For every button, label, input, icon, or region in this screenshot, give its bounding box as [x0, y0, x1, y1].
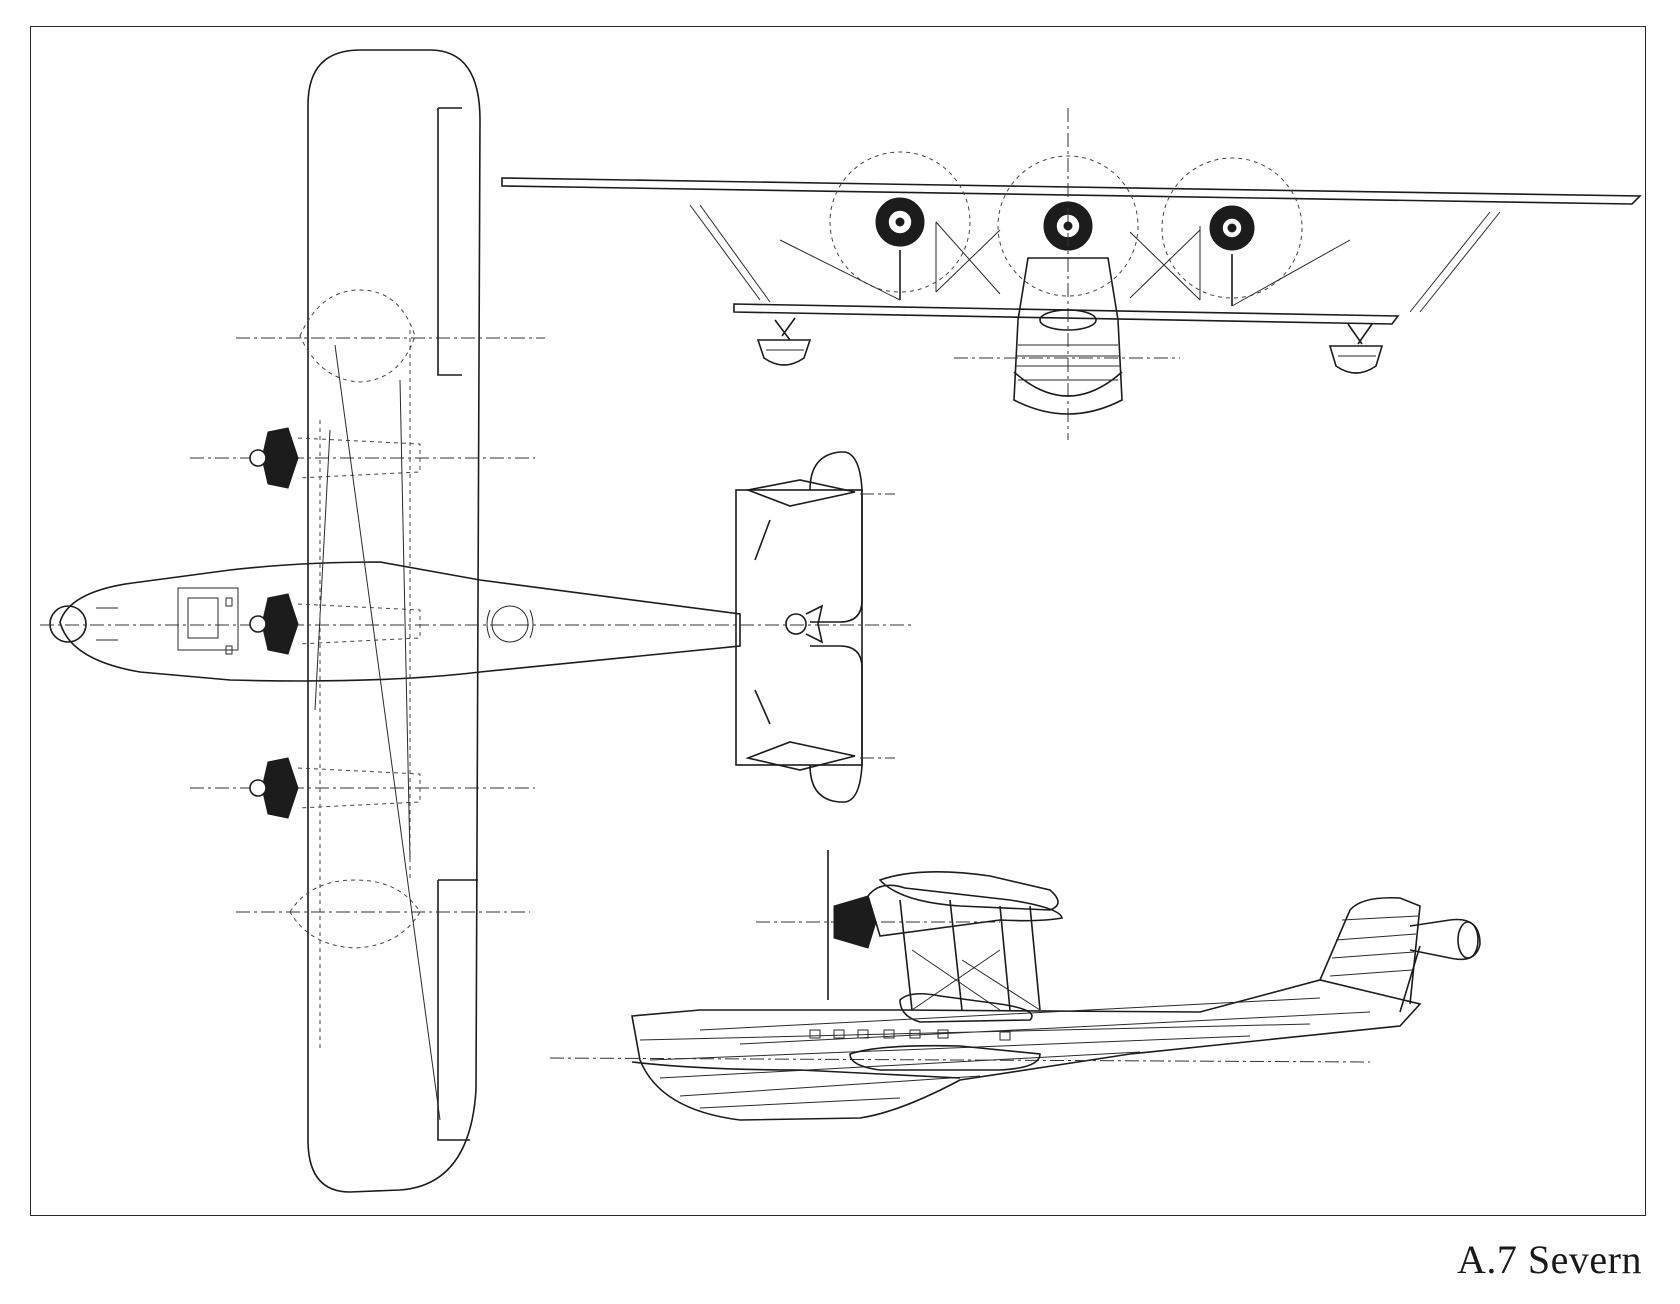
- front-prop-arc-centre: [997, 155, 1139, 297]
- plan-spar-lines: [319, 330, 411, 1050]
- front-engine-right: [1209, 205, 1255, 306]
- side-float: [849, 1044, 1041, 1071]
- side-fin-ribs: [1329, 915, 1419, 977]
- front-windscreen: [1039, 309, 1097, 331]
- side-hull: [631, 979, 1422, 1121]
- side-engine-nacelle: [833, 895, 877, 949]
- plan-tailplane: [735, 489, 863, 766]
- side-bracing: [911, 949, 1041, 1011]
- plan-tail-hub: [785, 613, 807, 635]
- plan-nose-rail: [96, 607, 118, 641]
- plan-float-lower: [236, 879, 530, 949]
- front-engine-left: [875, 197, 925, 300]
- drawing-frame: [30, 26, 1646, 1216]
- plan-wing: [307, 49, 481, 1193]
- plan-elevator-upper: [809, 451, 863, 623]
- side-upper-wing: [878, 871, 1059, 911]
- plan-rear-ring: [491, 605, 529, 643]
- side-tail-ring: [1457, 921, 1479, 959]
- side-portholes: [809, 1029, 1011, 1041]
- plan-aileron-lower: [437, 879, 478, 1141]
- side-tailplane: [1409, 918, 1481, 961]
- plan-hull: [59, 561, 741, 682]
- plan-cockpit: [177, 587, 239, 651]
- front-hull-bottom: [1013, 371, 1123, 397]
- plan-elevator-lower: [809, 645, 863, 803]
- plan-aileron-upper: [437, 107, 462, 376]
- plan-bracing: [314, 344, 441, 1121]
- side-chine: [631, 1061, 961, 1079]
- plan-engine-upper: [190, 427, 535, 489]
- plan-cockpit-inner: [187, 597, 219, 639]
- front-lower-wing: [733, 303, 1400, 325]
- front-struts: [689, 204, 1501, 313]
- front-hull: [1013, 257, 1123, 415]
- side-tail-strut: [1399, 945, 1421, 1013]
- front-prop-arc-right: [1161, 157, 1303, 299]
- front-prop-arc-left: [829, 151, 971, 293]
- side-struts: [899, 899, 1041, 1011]
- front-view: [501, 108, 1642, 440]
- plan-view: [40, 49, 915, 1193]
- plan-hatch-2: [225, 645, 233, 655]
- plan-tail-struts-upper: [745, 479, 856, 561]
- side-waterline: [549, 1057, 1371, 1063]
- plan-rear-ring-marks: [486, 609, 534, 639]
- side-hull-planking: [639, 997, 1371, 1109]
- plan-float-upper: [236, 289, 545, 383]
- drawing-caption: A.7 Severn: [1457, 1237, 1642, 1282]
- front-upper-wing: [501, 177, 1642, 205]
- side-view: [549, 850, 1481, 1121]
- side-tail-fin: [1319, 896, 1421, 1005]
- front-float-right: [1328, 323, 1384, 374]
- front-hull-lines: [1016, 344, 1120, 381]
- front-float-left: [756, 317, 812, 366]
- side-lower-wing: [899, 992, 1033, 1023]
- plan-engine-lower: [190, 757, 535, 819]
- plan-engine-centre: [249, 593, 421, 655]
- plan-nose-gunner: [49, 605, 87, 643]
- plan-hatch-1: [225, 597, 233, 607]
- plan-tail-fin-marks: [805, 604, 824, 644]
- plan-tail-struts-lower: [745, 689, 856, 771]
